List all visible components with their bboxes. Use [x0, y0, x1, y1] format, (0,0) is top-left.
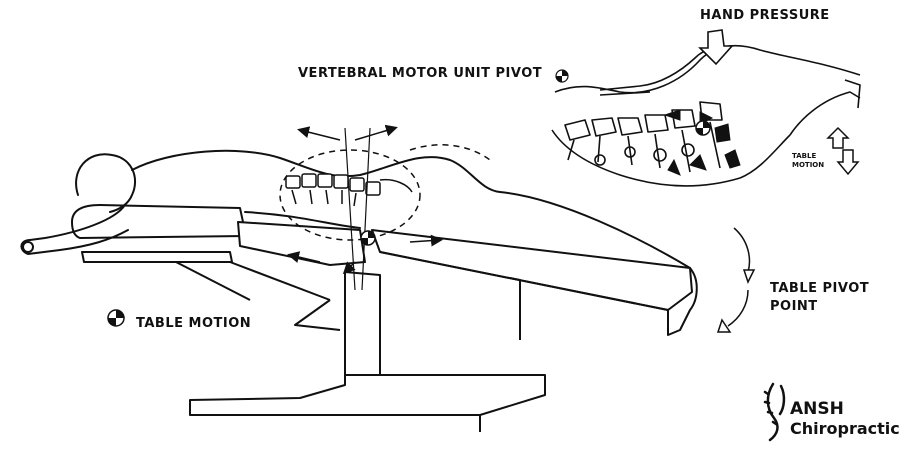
patient-arm — [29, 204, 126, 241]
motion-arrows — [287, 124, 443, 275]
table-pivot-symbol — [360, 230, 376, 246]
spine-logo-icon — [763, 382, 786, 442]
hand-pressure-label: HAND PRESSURE — [700, 8, 830, 23]
table-base — [189, 374, 546, 416]
patient-spine — [285, 173, 413, 207]
patient-head — [75, 153, 137, 213]
logo-brand-line1: ANSH — [790, 399, 844, 419]
table-pivot-line1: TABLE PIVOT — [770, 281, 870, 296]
patient-back — [131, 149, 691, 269]
inset-spine-detail — [551, 44, 861, 187]
table-pivot-label: TABLE PIVOT POINT — [770, 280, 869, 316]
logo-brand-line2: Chiropractic — [790, 419, 900, 438]
treatment-table — [71, 204, 693, 432]
table-chest-pad — [237, 221, 366, 266]
inset-table-motion-arrows — [826, 126, 860, 176]
inset-table-motion-line2: MOTION — [792, 161, 825, 169]
inset-table-motion-label: TABLE MOTION — [792, 152, 824, 170]
table-pivot-arrows — [716, 227, 756, 333]
table-head-pad — [71, 204, 247, 239]
hand-pressure-arrow — [698, 29, 734, 66]
pivot-guide-lines — [344, 127, 371, 291]
patient-feet — [667, 267, 698, 336]
motion-ellipse — [279, 144, 491, 241]
inset-table-motion-line1: TABLE — [792, 152, 817, 160]
table-pivot-line2: POINT — [770, 299, 818, 314]
patient-figure — [20, 149, 698, 336]
table-motion-legend-label: TABLE MOTION — [136, 316, 252, 331]
inset-pivot-symbol — [695, 120, 711, 136]
vertebral-pivot-label: VERTEBRAL MOTOR UNIT PIVOT — [298, 66, 543, 81]
table-head-plate — [81, 251, 233, 263]
legend-pivot-symbol — [107, 309, 125, 327]
inset-force-markers — [663, 109, 741, 176]
table-leg-section — [371, 229, 693, 311]
title-pivot-symbol — [555, 69, 569, 83]
